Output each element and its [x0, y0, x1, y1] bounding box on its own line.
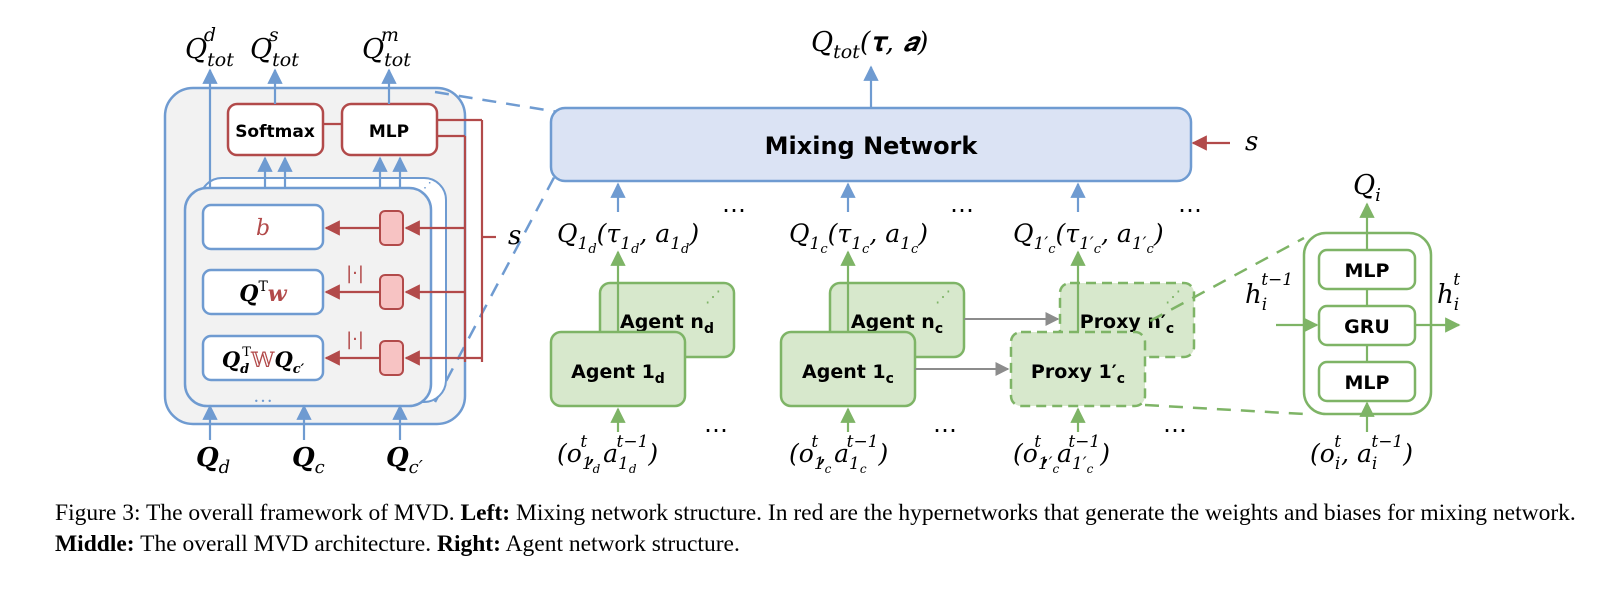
agent-n-d-label: Agent nd	[620, 311, 714, 337]
qtw-label: QTw	[239, 279, 288, 307]
obs-d-label: (o1dt, a1dt−1)	[557, 432, 658, 476]
q-proxy-c-label: Q1′c(τ1′c, a1′c)	[1013, 219, 1164, 257]
inner-ellipsis: …	[253, 385, 273, 407]
agent-1-c-label: Agent 1c	[802, 361, 894, 387]
mvd-framework-diagram: Softmax MLP s ⋰ Qtotd Qtots Qtotm b QTw	[163, 24, 1461, 478]
bias-box	[201, 203, 325, 251]
q-tot-d-label: Qtotd	[185, 24, 234, 71]
caption-prefix: Figure 3: The overall framework of MVD.	[55, 500, 461, 526]
abs-label-1: |·|	[346, 263, 364, 284]
ellipsis-q-c: …	[950, 190, 974, 218]
q-agent-d-label: Q1d(τ1d, a1d)	[557, 219, 699, 257]
left-panel-mixing-structure: Softmax MLP s ⋰ Qtotd Qtots Qtotm b QTw	[163, 24, 560, 478]
caption-right-text: Agent network structure.	[500, 531, 740, 557]
agent-1-d-label: Agent 1d	[571, 361, 665, 387]
mlp-label-left: MLP	[369, 122, 409, 142]
ellipsis-obs-c: …	[933, 410, 957, 438]
qwq-box	[201, 334, 325, 382]
input-qcp-label: Qc′	[386, 443, 423, 478]
caption-right-bold: Right:	[436, 531, 501, 557]
qtw-box	[201, 268, 325, 316]
middle-panel-architecture: Mixing Network Qtot(𝛕, 𝒂) s Q1d(τ1d, a1d…	[549, 27, 1305, 476]
agent-input-label: (oit, ait−1)	[1310, 432, 1413, 474]
zoom-dash-top	[434, 90, 559, 114]
zoom-dash-bottom	[433, 169, 560, 403]
agent-n-d-dots: ⋰	[705, 289, 721, 306]
ellipsis-obs-d: …	[704, 410, 728, 438]
hyper-box-bias	[379, 210, 404, 246]
softmax-label: Softmax	[235, 122, 315, 142]
mixing-state-label: s	[1245, 127, 1258, 157]
agent-n-c-dots: ⋰	[935, 289, 951, 306]
green-zoom-dash-bottom	[1144, 403, 1305, 416]
agent-n-c-label: Agent nc	[851, 311, 943, 337]
caption-middle-text: The overall MVD architecture.	[134, 531, 437, 557]
gru-label: GRU	[1344, 316, 1390, 338]
input-qd-label: Qd	[196, 443, 230, 478]
input-qc-label: Qc	[292, 443, 325, 478]
hyper-box-w	[379, 274, 404, 310]
proxy-1-c-label: Proxy 1′c	[1031, 361, 1125, 387]
q-tot-s-label: Qtots	[250, 24, 299, 71]
ellipsis-q-d: …	[722, 190, 746, 218]
left-state-label: s	[508, 221, 521, 251]
ellipsis-q-cp: …	[1178, 190, 1202, 218]
mlp-bottom-label: MLP	[1345, 372, 1390, 394]
h-out-label: hit	[1437, 270, 1460, 315]
h-in-label: hit−1	[1245, 270, 1293, 315]
ellipsis-obs-cp: …	[1163, 410, 1187, 438]
q-tot-m-label: Qtotm	[362, 24, 411, 71]
q-tot-main-label: Qtot(𝛕, 𝒂)	[811, 27, 928, 63]
q-agent-c-label: Q1c(τ1c, a1c)	[789, 219, 928, 257]
caption-left-bold: Left:	[460, 500, 511, 526]
right-panel-agent-network: MLP GRU MLP Qi hit−1 hit (oit, ait−1)	[1245, 170, 1461, 474]
qwq-label: QdT𝕎Qc′	[222, 345, 305, 377]
obs-c-label: (o1ct, a1ct−1)	[789, 432, 888, 476]
mlp-top-label: MLP	[1345, 260, 1390, 282]
bias-label: b	[256, 216, 270, 241]
abs-label-2: |·|	[346, 329, 364, 350]
obs-cp-label: (o1′ct, a1′ct−1)	[1013, 432, 1110, 476]
figure-caption: Figure 3: The overall framework of MVD. …	[55, 498, 1585, 560]
hyper-box-ww	[379, 340, 404, 376]
proxy-n-c-dots: ⋰	[1165, 289, 1181, 306]
proxy-n-c-label: Proxy n′c	[1080, 311, 1174, 337]
qi-label: Qi	[1353, 170, 1381, 206]
green-zoom-dash-top	[1149, 236, 1305, 323]
caption-middle-bold: Middle:	[55, 531, 135, 557]
mixing-network-label: Mixing Network	[765, 132, 979, 160]
caption-left-text: Mixing network structure. In red are the…	[510, 500, 1576, 526]
